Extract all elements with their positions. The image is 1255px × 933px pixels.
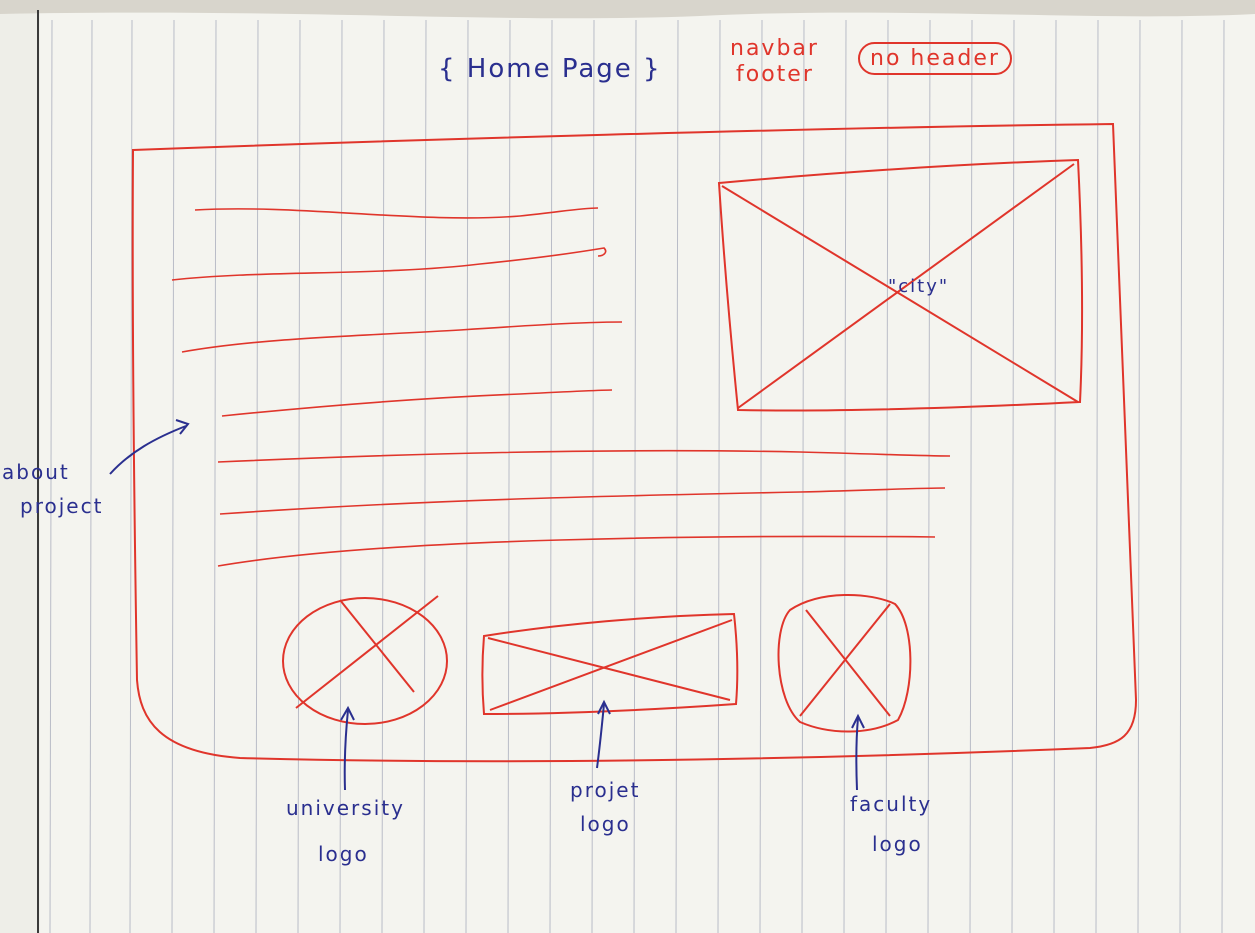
university-logo-placeholder xyxy=(282,595,448,725)
about-label-line1: about xyxy=(2,460,70,484)
faculty-logo-placeholder xyxy=(777,593,912,733)
about-text-lines xyxy=(171,207,951,567)
about-label-line2: project xyxy=(20,494,104,518)
project-logo-placeholder xyxy=(481,612,739,716)
university-logo-label-line1: university xyxy=(286,796,405,820)
no-header-note: no header xyxy=(858,42,1012,75)
page-title: { Home Page } xyxy=(438,54,662,84)
project-logo-label-line2: logo xyxy=(580,812,631,836)
university-logo-label-line2: logo xyxy=(318,842,369,866)
project-logo-label-line1: projet xyxy=(570,778,641,802)
city-label: "city" xyxy=(888,276,950,297)
navbar-note: navbar xyxy=(730,36,819,61)
faculty-logo-label-line1: faculty xyxy=(850,792,933,816)
page-frame xyxy=(131,122,1138,763)
annotation-arrows xyxy=(109,419,865,791)
ruled-lines xyxy=(49,19,1225,933)
footer-note: footer xyxy=(736,62,814,87)
city-image-placeholder xyxy=(717,158,1084,412)
faculty-logo-label-line2: logo xyxy=(872,832,923,856)
